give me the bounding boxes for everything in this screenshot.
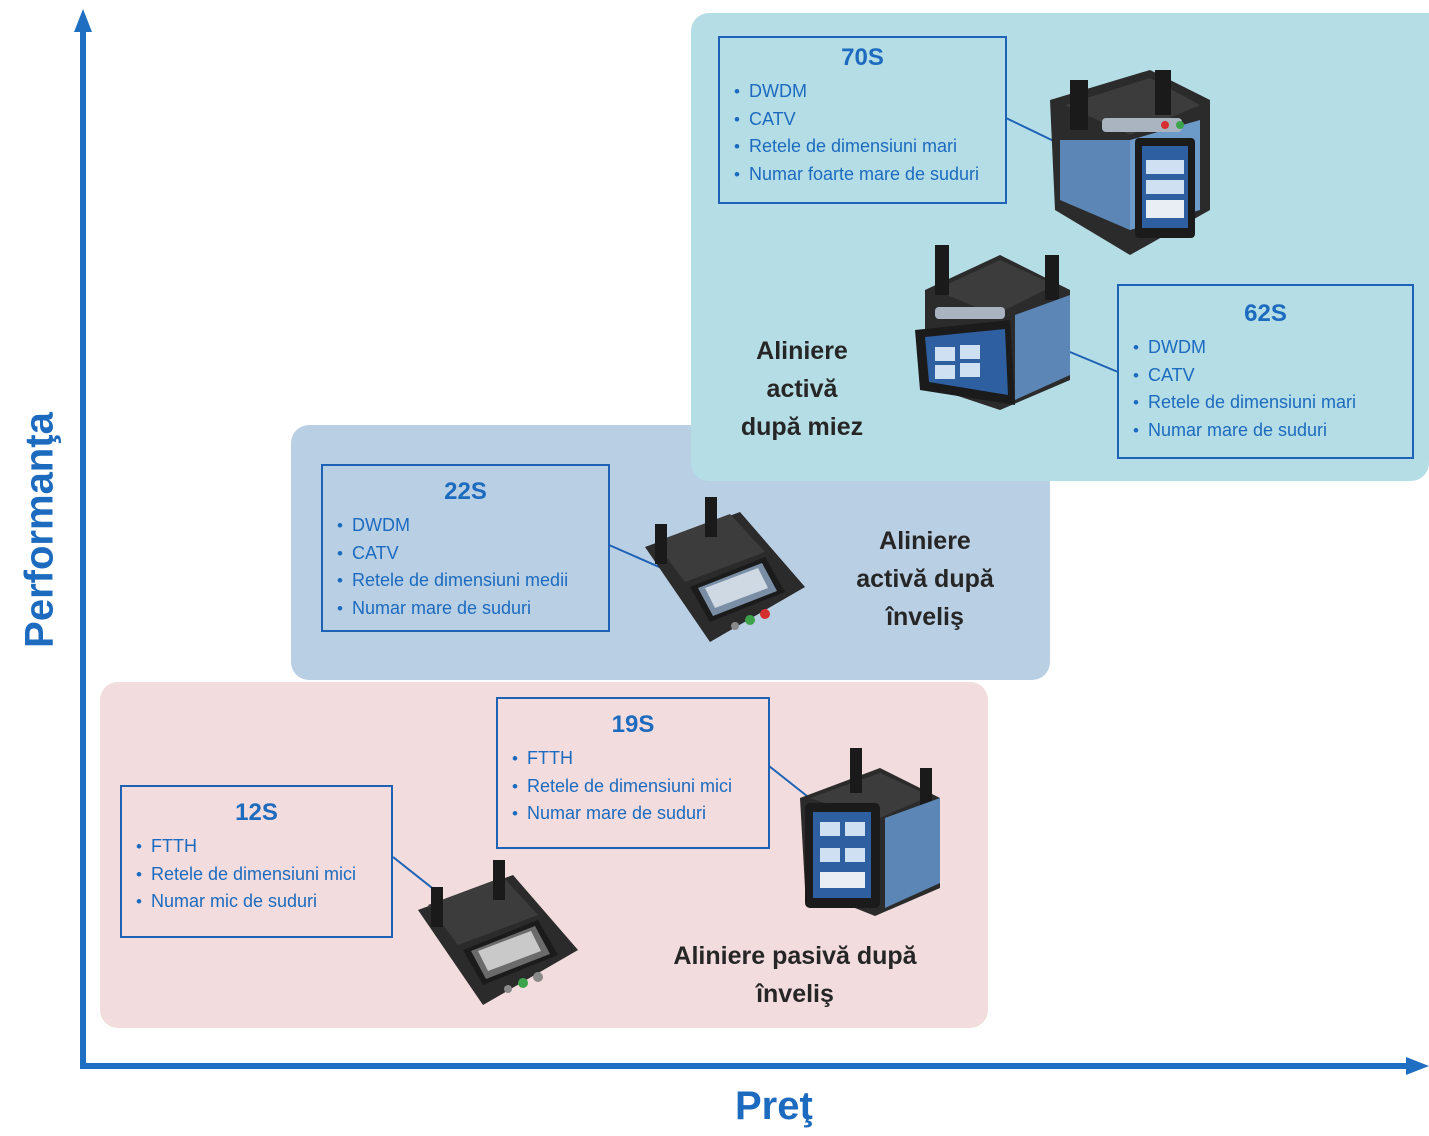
model-card-12s: 12S FTTH Retele de dimensiuni mici Numar… xyxy=(120,785,393,938)
fusion-splicer-19s-image xyxy=(800,748,940,916)
fusion-splicer-12s-image xyxy=(418,860,578,1005)
leader-19s xyxy=(768,765,813,801)
tier-label-active-core: Aliniere activă după miez xyxy=(740,337,864,441)
feature-item: CATV xyxy=(1133,362,1412,390)
feature-item: DWDM xyxy=(337,512,608,540)
feature-item: CATV xyxy=(734,106,1005,134)
model-name: 70S xyxy=(841,44,884,71)
feature-item: FTTH xyxy=(136,833,391,861)
x-axis-title: Preţ xyxy=(735,1084,813,1128)
y-axis-title: Performanţa xyxy=(17,412,62,648)
feature-item: DWDM xyxy=(1133,334,1412,362)
feature-item: Retele de dimensiuni medii xyxy=(337,567,608,595)
model-name: 22S xyxy=(444,478,487,505)
feature-item: Retele de dimensiuni mari xyxy=(734,133,1005,161)
feature-item: Numar mare de suduri xyxy=(337,595,608,623)
fusion-splicer-70s-image xyxy=(1050,70,1210,255)
feature-item: CATV xyxy=(337,540,608,568)
model-card-19s: 19S FTTH Retele de dimensiuni mici Numar… xyxy=(496,697,770,849)
model-name: 12S xyxy=(235,799,278,826)
feature-item: Numar foarte mare de suduri xyxy=(734,161,1005,189)
feature-item: Retele de dimensiuni mici xyxy=(136,861,391,889)
model-card-22s: 22S DWDM CATV Retele de dimensiuni medii… xyxy=(321,464,610,632)
leader-22s xyxy=(608,544,667,571)
y-axis-arrow xyxy=(74,9,92,32)
leader-62s xyxy=(1069,351,1119,373)
x-axis-arrow xyxy=(1406,1057,1429,1075)
model-card-62s: 62S DWDM CATV Retele de dimensiuni mari … xyxy=(1117,284,1414,459)
feature-item: DWDM xyxy=(734,78,1005,106)
fusion-splicer-62s-image xyxy=(915,245,1070,410)
feature-item: Numar mare de suduri xyxy=(1133,417,1412,445)
model-card-70s: 70S DWDM CATV Retele de dimensiuni mari … xyxy=(718,36,1007,204)
feature-item: FTTH xyxy=(512,745,768,773)
feature-item: Retele de dimensiuni mici xyxy=(512,773,768,801)
feature-item: Numar mare de suduri xyxy=(512,800,768,828)
model-name: 62S xyxy=(1244,300,1287,327)
feature-item: Numar mic de suduri xyxy=(136,888,391,916)
fusion-splicer-22s-image xyxy=(645,497,805,642)
tier-label-active-cladding: Aliniere activă după înveliş xyxy=(856,527,994,631)
tier-label-passive-cladding: Aliniere pasivă după înveliş xyxy=(673,942,917,1008)
feature-item: Retele de dimensiuni mari xyxy=(1133,389,1412,417)
model-name: 19S xyxy=(611,711,655,738)
